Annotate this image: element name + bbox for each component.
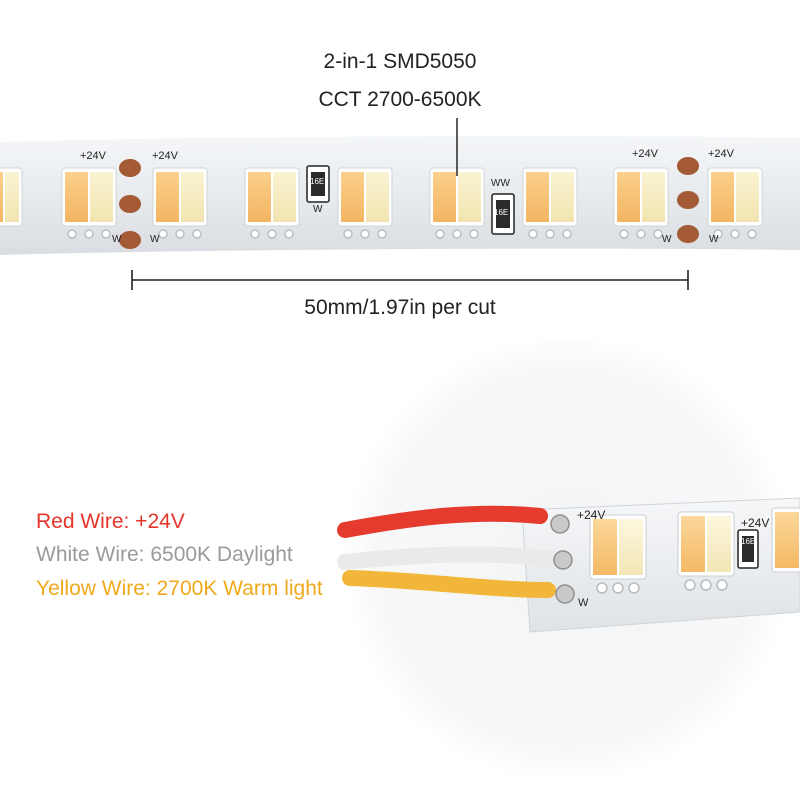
voltage-marking-closeup: +24V	[577, 508, 606, 522]
resistor-marking-closeup: 16E	[741, 537, 756, 546]
wired-strip-illustration	[337, 340, 800, 783]
led-strip-top-illustration	[0, 118, 800, 290]
led-chips-closeup	[589, 507, 800, 580]
spec-line-2: CCT 2700-6500K	[318, 88, 482, 111]
w-marking: W	[662, 234, 672, 245]
resistor-marking: 16E	[310, 177, 325, 186]
solder-holes	[67, 229, 757, 239]
yellow-wire-label: Yellow Wire: 2700K Warm light	[36, 577, 323, 600]
cut-length-bracket	[131, 270, 689, 290]
voltage-marking: +24V	[80, 150, 106, 162]
voltage-marking: +24V	[152, 150, 178, 162]
w-marking-closeup: W	[578, 597, 589, 609]
voltage-marking: +24V	[632, 148, 658, 160]
solder-joints	[550, 514, 575, 604]
w-marking: W	[313, 204, 323, 215]
solder-holes-closeup	[596, 579, 728, 594]
white-wire-label: White Wire: 6500K Daylight	[36, 543, 293, 566]
led-chips	[0, 167, 763, 227]
spec-line-1: 2-in-1 SMD5050	[323, 50, 477, 73]
voltage-marking: +24V	[708, 148, 734, 160]
red-wire-label: Red Wire: +24V	[36, 510, 185, 533]
wires	[337, 505, 556, 598]
w-marking: W	[112, 234, 122, 245]
ww-marking: WW	[491, 178, 510, 189]
resistor-marking: 16E	[494, 208, 509, 217]
w-marking: W	[709, 234, 719, 245]
resistors	[306, 165, 515, 235]
w-marking: W	[150, 234, 160, 245]
voltage-marking-closeup: +24V	[741, 516, 770, 530]
cut-length-label: 50mm/1.97in per cut	[304, 296, 496, 319]
cut-pads	[119, 157, 699, 249]
